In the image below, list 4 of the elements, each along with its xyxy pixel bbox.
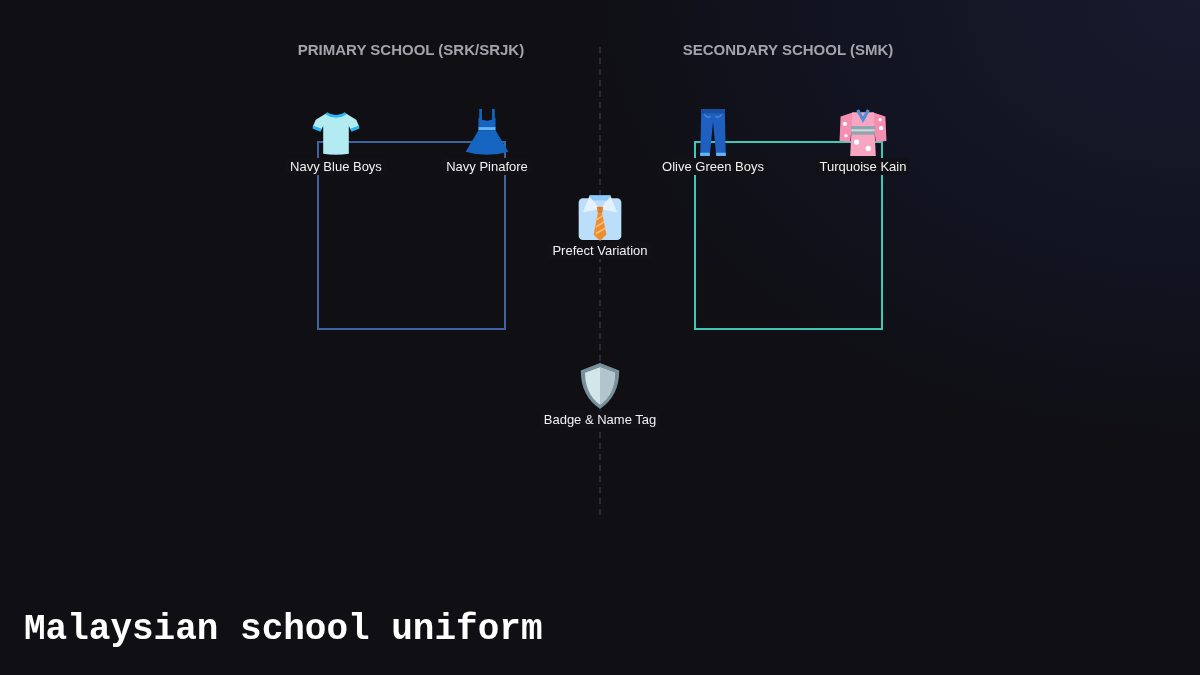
diagram-title: Malaysian school uniform	[24, 608, 543, 652]
column-heading: SECONDARY SCHOOL (SMK)	[681, 41, 895, 59]
column-heading: PRIMARY SCHOOL (SRK/SRJK)	[296, 41, 526, 59]
item-label: Turquoise Kain	[815, 158, 911, 175]
